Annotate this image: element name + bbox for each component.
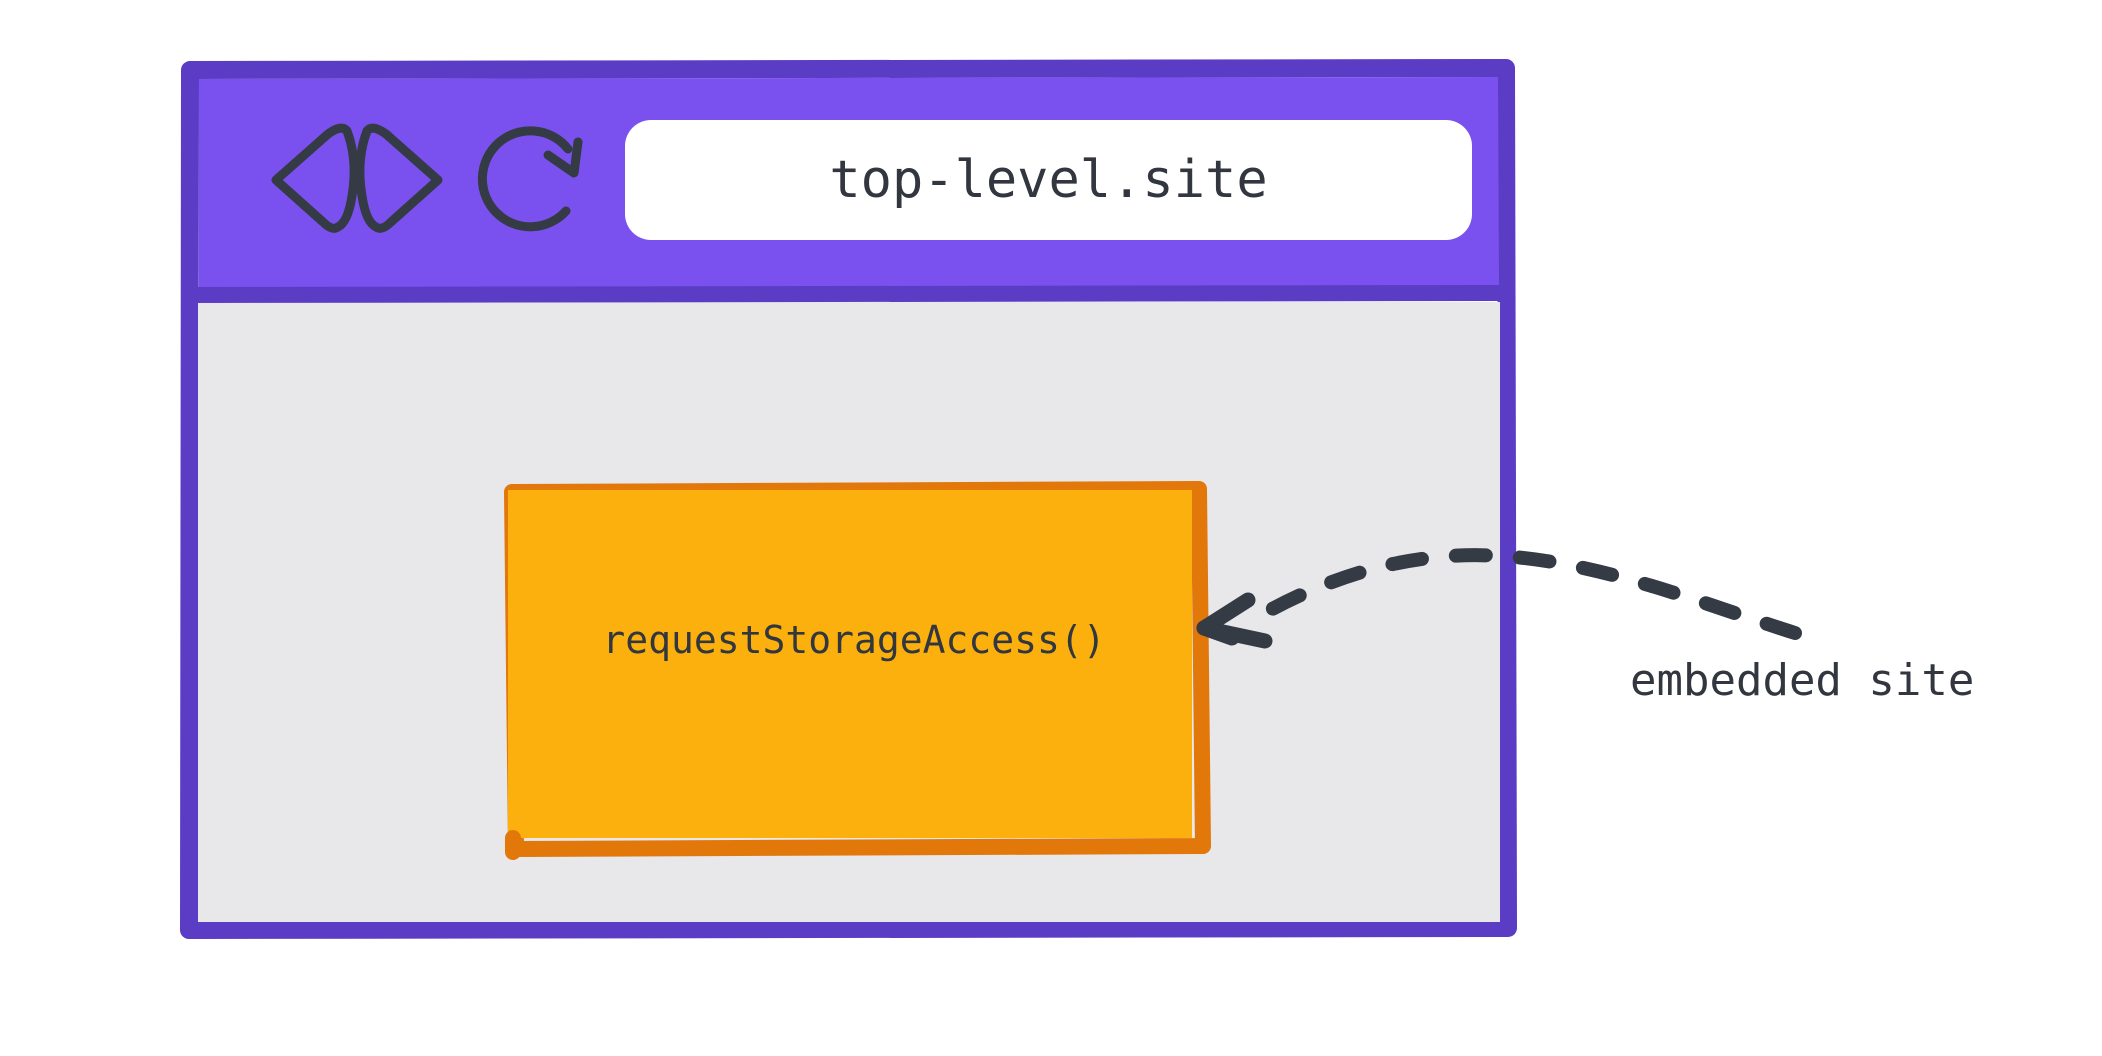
address-bar-value[interactable]: top-level.site — [829, 150, 1268, 210]
reload-arrowhead-icon[interactable] — [543, 137, 583, 178]
toolbar-content-divider — [185, 285, 1512, 303]
embedded-frame-label: requestStorageAccess() — [602, 618, 1106, 662]
forward-button[interactable] — [355, 123, 443, 233]
embedded-frame[interactable] — [504, 481, 1211, 860]
back-triangle-icon[interactable] — [271, 123, 359, 233]
address-bar[interactable] — [625, 120, 1472, 240]
back-button[interactable] — [271, 123, 359, 233]
embedded-frame-fill — [508, 490, 1192, 838]
annotation-arrow — [1196, 548, 1802, 649]
annotation-arrow-curve — [1238, 548, 1802, 640]
annotation-arrow-head-barb — [1196, 620, 1240, 646]
annotation-label: embedded site — [1630, 655, 1975, 706]
reload-button[interactable] — [477, 126, 583, 232]
forward-triangle-icon[interactable] — [355, 123, 443, 233]
window-frame-border — [180, 59, 1517, 939]
reload-circular-arrow-icon[interactable] — [477, 126, 573, 232]
